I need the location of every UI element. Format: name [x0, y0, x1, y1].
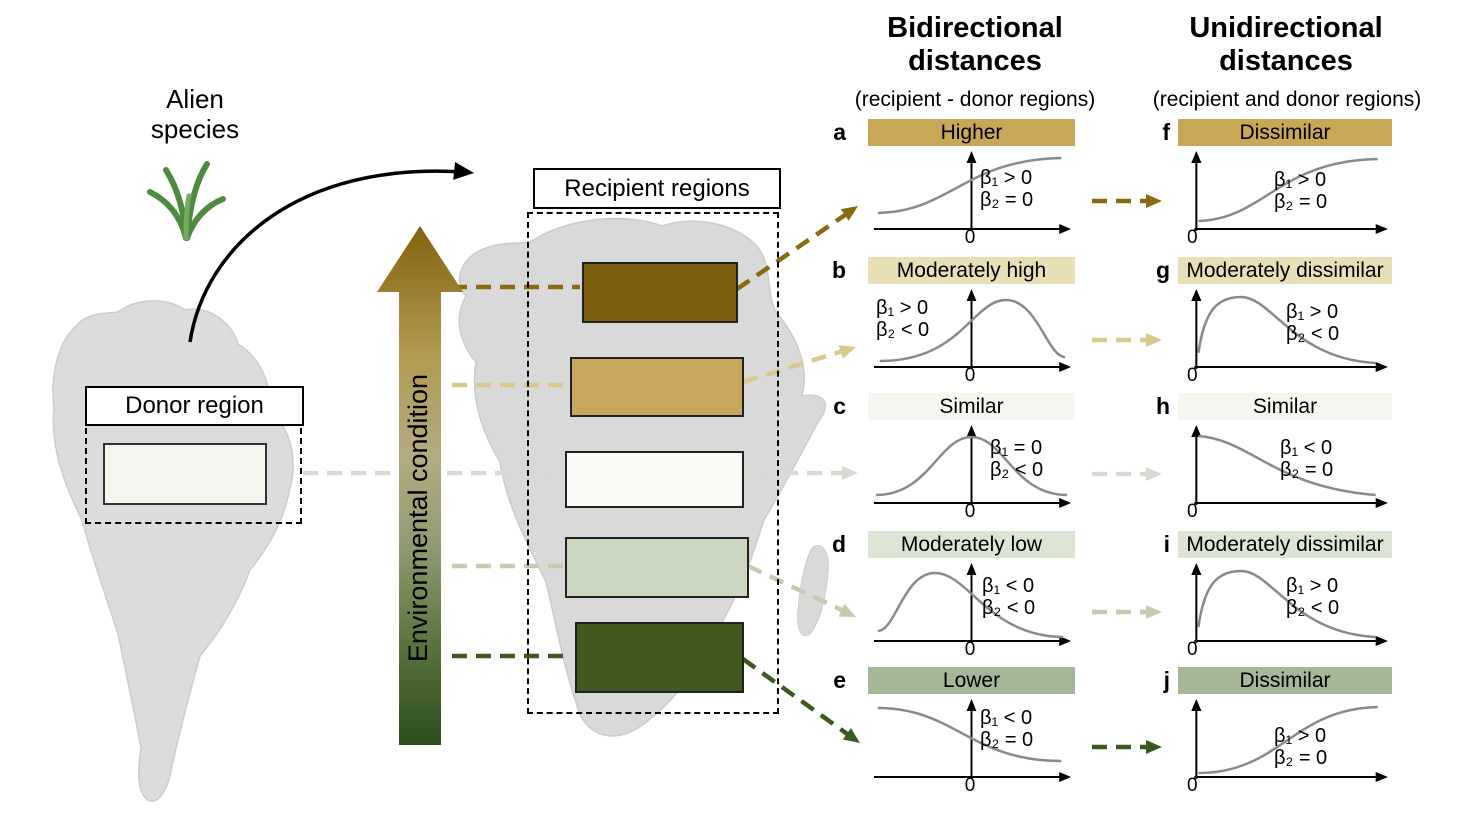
panel-d-title: Moderately low — [900, 533, 1043, 556]
panel-a-plot — [873, 151, 1072, 234]
recipient-regions-dashed-box — [527, 212, 779, 714]
panel-d-letter: d — [831, 531, 846, 557]
panel-f-graph: β₁ > 0 β₂ = 0 0 — [1178, 147, 1392, 248]
panel-h-beta1: β₁ < 0 — [1280, 437, 1333, 459]
panel-b-zero: 0 — [964, 365, 976, 386]
panel-j-zero: 0 — [1187, 775, 1198, 796]
panel-i-beta1: β₁ > 0 — [1286, 575, 1339, 597]
bidirectional-title: Bidirectional distances — [887, 12, 1063, 77]
panel-c-title: Similar — [939, 395, 1004, 418]
panel-b-letter: b — [831, 257, 846, 283]
panel-f-plot — [1191, 151, 1388, 234]
panel-b-beta1: β₁ > 0 — [876, 297, 929, 319]
panel-j-beta1: β₁ > 0 — [1274, 725, 1327, 747]
panel-h-title: Similar — [1252, 395, 1318, 418]
panel-b-graph: β₁ > 0 β₂ < 0 0 — [868, 285, 1075, 386]
panel-c-zero: 0 — [964, 501, 976, 522]
panel-j-title: Dissimilar — [1239, 669, 1331, 692]
panel-f-zero: 0 — [1187, 227, 1198, 248]
panel-d-header: Moderately low — [868, 531, 1075, 558]
panel-h-header: Similar — [1178, 393, 1392, 420]
panel-i-letter: i — [1163, 531, 1170, 557]
panel-b-plot — [873, 289, 1072, 372]
donor-region-inner-rect — [103, 443, 267, 505]
panel-b-header: Moderately high — [868, 257, 1075, 284]
panel-e-beta2: β₂ = 0 — [980, 729, 1034, 751]
unidirectional-subtitle: (recipient and donor regions) — [1152, 88, 1422, 111]
madagascar-map — [797, 545, 829, 637]
donor-region-label: Donor region — [125, 392, 264, 419]
recipient-region-south — [575, 622, 744, 693]
panel-e-plot — [873, 699, 1072, 782]
panel-i-title: Moderately dissimilar — [1186, 533, 1384, 556]
panel-c-header: Similar — [868, 393, 1075, 420]
unidirectional-title: Unidirectional distances — [1189, 12, 1383, 77]
south-america-map — [52, 300, 294, 802]
panel-f-letter: f — [1162, 119, 1170, 145]
panel-b-title: Moderately high — [896, 259, 1047, 282]
panel-h-plot — [1191, 425, 1388, 508]
panel-f-beta2: β₂ = 0 — [1274, 191, 1328, 213]
panel-f-beta1: β₁ > 0 — [1274, 169, 1327, 191]
panel-g-zero: 0 — [1187, 365, 1198, 386]
panel-i-beta2: β₂ < 0 — [1286, 597, 1340, 619]
panel-e-zero: 0 — [964, 775, 976, 796]
panel-f-header: Dissimilar — [1178, 119, 1392, 146]
donor-region-label-box: Donor region — [85, 386, 304, 426]
panel-d-graph: β₁ < 0 β₂ < 0 0 — [868, 559, 1075, 660]
recipient-region-south-mid — [565, 537, 749, 598]
panel-d-plot — [873, 563, 1072, 646]
panel-c-plot — [873, 425, 1072, 508]
panel-j-header: Dissimilar — [1178, 667, 1392, 694]
bidirectional-subtitle: (recipient - donor regions) — [854, 88, 1096, 111]
panel-a-beta1: β₁ > 0 — [980, 167, 1033, 189]
panel-d-beta1: β₁ < 0 — [982, 575, 1035, 597]
panel-h-graph: β₁ < 0 β₂ = 0 0 — [1178, 421, 1392, 522]
recipient-region-north-mid — [570, 357, 744, 417]
recipient-region-north — [582, 262, 738, 323]
panel-j-graph: β₁ > 0 β₂ = 0 0 — [1178, 695, 1392, 796]
panel-i-graph: β₁ > 0 β₂ < 0 0 — [1178, 559, 1392, 660]
panel-c-graph: β₁ = 0 β₂ < 0 0 — [868, 421, 1075, 522]
panel-c-letter: c — [833, 393, 846, 419]
panel-g-graph: β₁ > 0 β₂ < 0 0 — [1178, 285, 1392, 386]
panel-j-plot — [1191, 699, 1388, 782]
panel-h-beta2: β₂ = 0 — [1280, 459, 1334, 481]
panel-a-header: Higher — [868, 119, 1075, 146]
panel-a-letter: a — [833, 119, 846, 145]
panel-d-zero: 0 — [964, 639, 976, 660]
panel-c-beta1: β₁ = 0 — [990, 437, 1043, 459]
panel-g-letter: g — [1155, 257, 1170, 283]
panel-a-zero: 0 — [964, 227, 976, 248]
panel-e-header: Lower — [868, 667, 1075, 694]
panel-e-graph: β₁ < 0 β₂ = 0 0 — [868, 695, 1075, 796]
panel-c-beta2: β₂ < 0 — [990, 459, 1044, 481]
panel-b-beta2: β₂ < 0 — [876, 319, 930, 341]
panel-g-title: Moderately dissimilar — [1186, 259, 1384, 282]
panel-a-title: Higher — [940, 121, 1003, 144]
panel-g-beta2: β₂ < 0 — [1286, 323, 1340, 345]
recipient-regions-label-box: Recipient regions — [533, 168, 781, 209]
alien-species-label: Alien species — [150, 84, 240, 144]
panel-j-letter: j — [1163, 667, 1170, 693]
panel-a-graph: β₁ > 0 β₂ = 0 0 — [868, 147, 1075, 248]
panel-a-beta2: β₂ = 0 — [980, 189, 1034, 211]
panel-i-zero: 0 — [1187, 639, 1198, 660]
panel-g-plot — [1191, 289, 1388, 372]
panel-e-beta1: β₁ < 0 — [980, 707, 1033, 729]
panel-e-letter: e — [833, 667, 846, 693]
panel-i-plot — [1191, 563, 1388, 646]
panel-h-zero: 0 — [1187, 501, 1198, 522]
panel-i-header: Moderately dissimilar — [1178, 531, 1392, 558]
panel-j-beta2: β₂ = 0 — [1274, 747, 1328, 769]
panel-e-title: Lower — [942, 669, 1001, 692]
panel-g-beta1: β₁ > 0 — [1286, 301, 1339, 323]
panel-h-letter: h — [1155, 393, 1170, 419]
recipient-regions-label: Recipient regions — [564, 174, 750, 202]
panel-d-beta2: β₂ < 0 — [982, 597, 1036, 619]
panel-f-title: Dissimilar — [1239, 121, 1331, 144]
recipient-region-central — [565, 451, 744, 508]
panel-g-header: Moderately dissimilar — [1178, 257, 1392, 284]
